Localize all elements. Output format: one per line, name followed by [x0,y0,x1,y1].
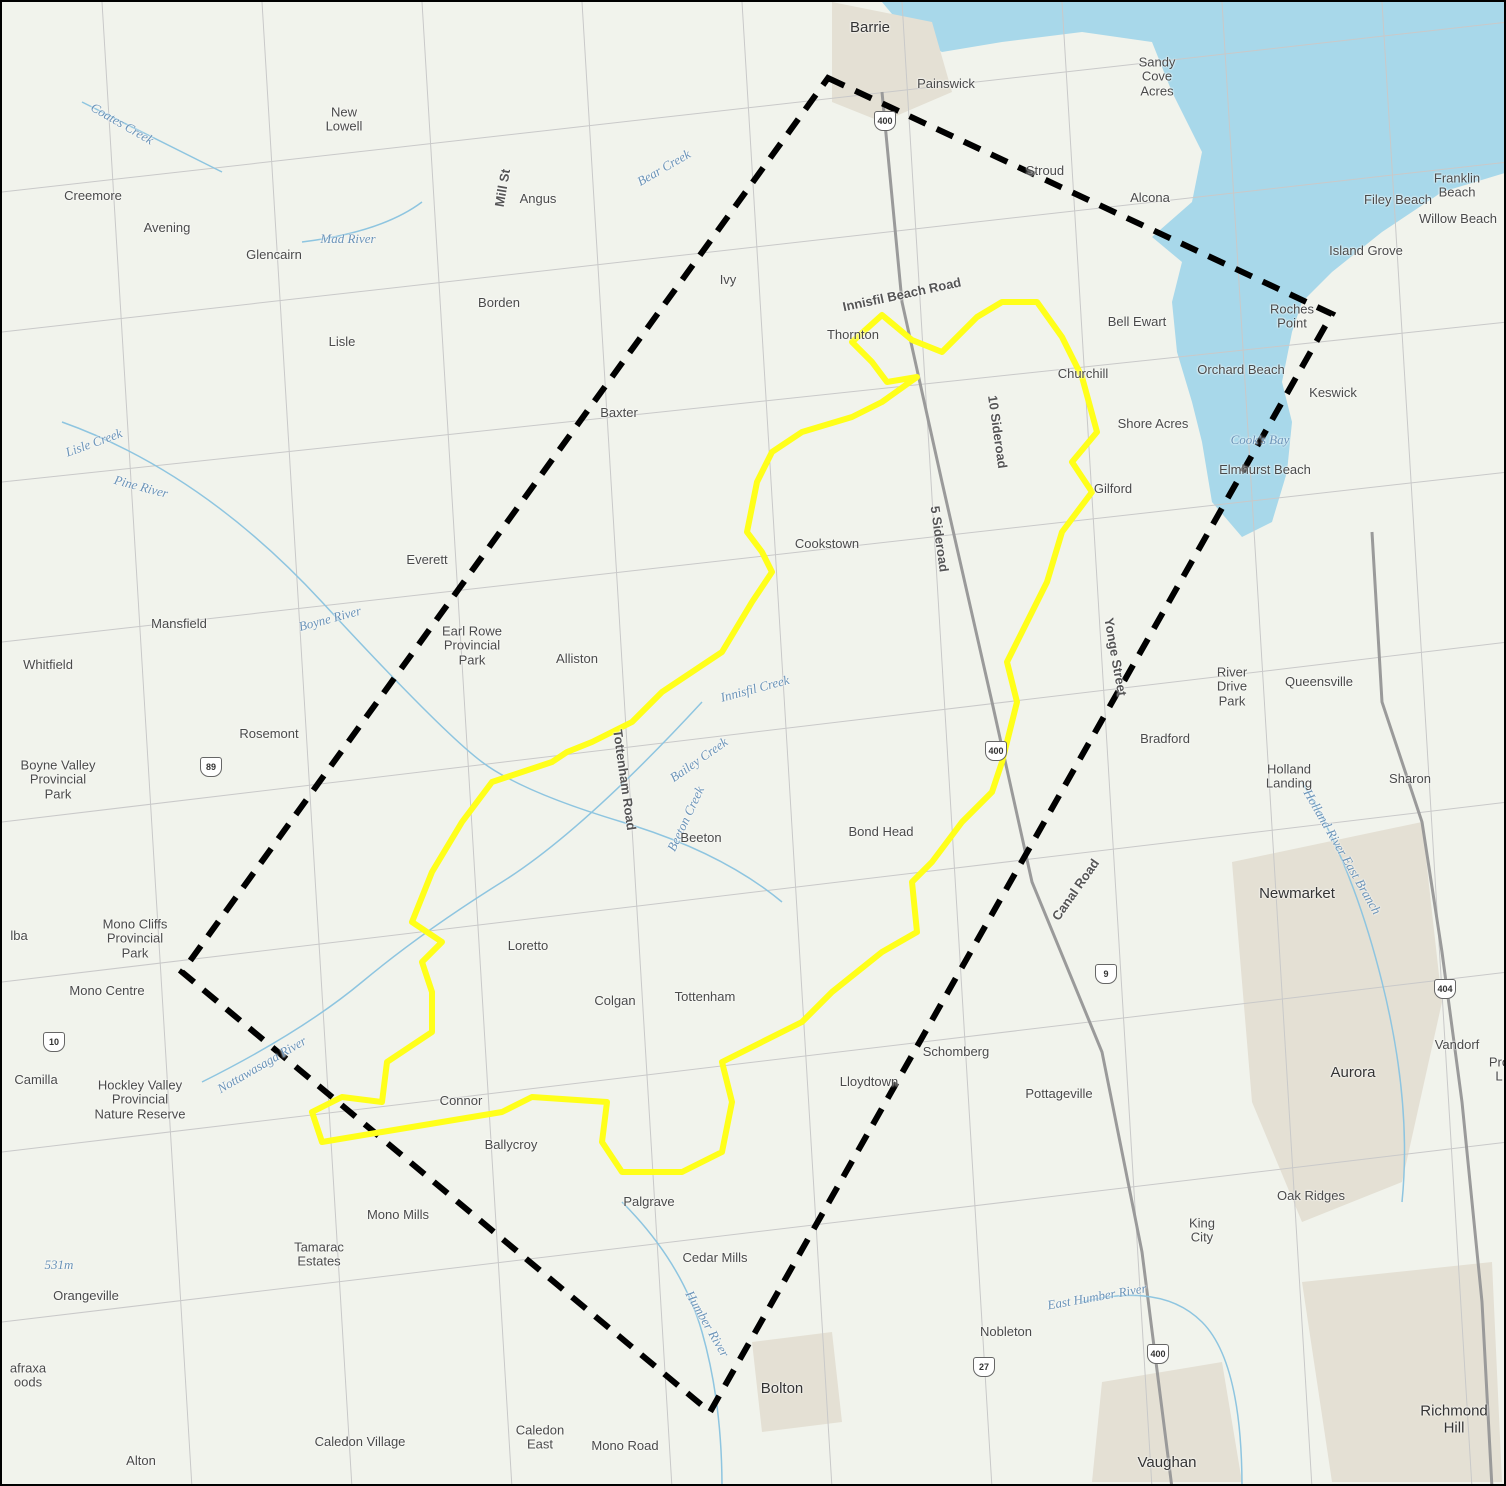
map-label: Ivy [719,271,737,287]
map-label: Bond Head [848,823,914,839]
map-label: Vaughan [1137,1453,1197,1471]
map-label: Tottenham [674,988,736,1004]
map-label: Willow Beach [1418,210,1498,226]
map-label: Barrie [849,18,891,36]
map-label: Hockley Valley Provincial Nature Reserve [94,1077,186,1122]
map-label: Whitfield [23,656,73,672]
map-label: Vandorf [1434,1036,1480,1052]
map-label: Mansfield [151,615,207,631]
map-label: Nobleton [979,1323,1033,1339]
map-label: Elmhurst Beach [1219,461,1311,477]
map-label: Mad River [320,230,376,246]
map-label: Bolton [760,1379,804,1397]
map-label: Franklin Beach [1433,170,1481,200]
map-label: Gilford [1093,480,1133,496]
map-label: Thornton [826,326,880,342]
map-label: Sandy Cove Acres [1138,54,1176,99]
map-label: Bradford [1140,730,1190,746]
map-label: Boyne Valley Provincial Park [20,757,96,802]
map-label: Lloydtown [839,1073,899,1089]
map-label: Stroud [1025,162,1065,178]
highways [880,91,1494,1484]
map-label: Lisle [328,333,356,349]
map-label: Cookstown [794,535,860,551]
map-label: afraxa oods [9,1360,47,1390]
map-label: Glencairn [246,246,302,262]
map-label: Filey Beach [1364,191,1432,207]
map-label: Schomberg [922,1043,990,1059]
map-label: Alliston [556,650,598,666]
map-label: Beeton [680,829,722,845]
map-label: 531m [44,1256,74,1272]
map-label: Palgrave [623,1193,675,1209]
map-label: Richmond Hill [1420,1402,1488,1436]
map-label: Earl Rowe Provincial Park [442,623,502,668]
map-label: Pro L [1488,1054,1504,1084]
map-label: River Drive Park [1216,664,1248,709]
map-label: Shore Acres [1117,415,1189,431]
map-label: Cook's Bay [1230,431,1290,447]
highway-shield-icon: 400 [874,111,896,131]
map-label: Caledon East [515,1422,565,1452]
map-label: Mono Cliffs Provincial Park [102,916,168,961]
map-label: Newmarket [1259,884,1335,902]
map-label: Alcona [1130,189,1170,205]
map-label: Orchard Beach [1197,361,1285,377]
map-label: Holland Landing [1265,761,1313,791]
map-label: Roches Point [1269,301,1315,331]
map-label: New Lowell [325,104,363,134]
map-label: Loretto [507,937,549,953]
map-label: Connor [439,1092,483,1108]
map-label: Cedar Mills [682,1249,748,1265]
map-label: Caledon Village [314,1433,406,1449]
map-label: Everett [406,551,448,567]
highway-shield-icon: 27 [973,1357,995,1377]
map-label: Painswick [917,75,975,91]
map-label: Colgan [594,992,636,1008]
map-label: King City [1188,1215,1216,1245]
map-label: Camilla [14,1071,58,1087]
map-label: Mono Mills [366,1206,430,1222]
highway-shield-icon: 400 [1147,1344,1169,1364]
map-label: Pottageville [1025,1085,1093,1101]
map-label: Ballycroy [484,1136,538,1152]
map-label: Bell Ewart [1107,313,1167,329]
highway-shield-icon: 89 [200,757,222,777]
map-label: Alton [126,1452,156,1468]
rivers [61,101,1406,1484]
urban-areas [752,2,1502,1482]
map-label: Sharon [1389,770,1431,786]
map-label: Angus [519,190,557,206]
highway-shield-icon: 404 [1434,979,1456,999]
map-label: Keswick [1309,384,1357,400]
highway-shield-icon: 400 [985,741,1007,761]
map-label: Mono Road [591,1437,659,1453]
map-label: Churchill [1057,365,1109,381]
map-label: Oak Ridges [1277,1187,1345,1203]
highway-shield-icon: 10 [43,1032,65,1052]
map-label: Orangeville [53,1287,119,1303]
map-label: Tamarac Estates [294,1239,344,1269]
map-label: Aurora [1330,1063,1376,1081]
map-label: Creemore [64,187,122,203]
map-label: Island Grove [1329,242,1403,258]
highway-shield-icon: 9 [1095,964,1117,984]
watershed-outline[interactable] [309,299,1100,1175]
map-label: Baxter [600,404,638,420]
map-label: Borden [478,294,520,310]
lake-simcoe [882,2,1504,537]
map-label: lba [10,927,28,943]
study-area-boundary[interactable] [177,74,1337,1417]
map-label: Queensville [1285,673,1353,689]
map-label: Mono Centre [69,982,145,998]
map-label: Avening [143,219,191,235]
map-label: Rosemont [239,725,299,741]
